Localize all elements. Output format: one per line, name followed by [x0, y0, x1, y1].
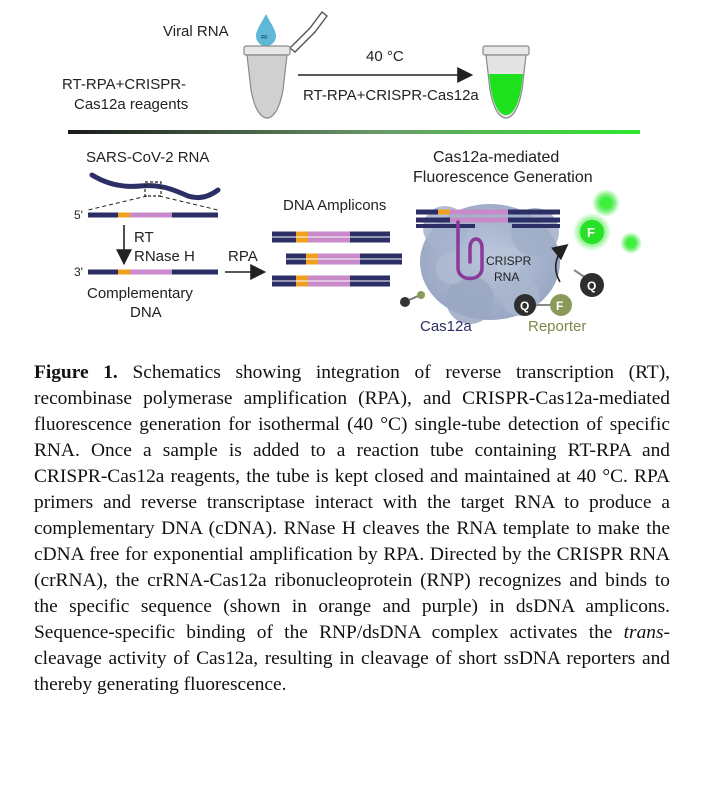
svg-text:F: F	[556, 299, 563, 313]
dna-amplicons	[272, 231, 402, 287]
reagents-label-line2: Cas12a reagents	[74, 96, 188, 113]
svg-text:≈: ≈	[260, 32, 268, 43]
five-prime-label: 5'	[74, 208, 83, 222]
cas12a-label: Cas12a	[420, 318, 472, 335]
caption-label: Figure 1.	[34, 362, 118, 383]
complementary-label-line1: Complementary	[87, 285, 193, 302]
rpa-label: RPA	[228, 248, 258, 265]
reporter-fragment	[400, 291, 425, 307]
pipette-icon	[288, 11, 328, 53]
zoom-box	[144, 181, 162, 197]
complementary-label-line2: DNA	[130, 304, 162, 321]
crispr-label-line2: RNA	[494, 270, 519, 284]
caption-text-1: Schematics showing integration of revers…	[34, 362, 671, 643]
intact-reporter: Q F	[514, 294, 572, 316]
svg-text:Q: Q	[520, 299, 529, 313]
sars-rna-label: SARS-CoV-2 RNA	[86, 149, 209, 166]
droplet-icon: ≈	[256, 14, 276, 46]
fluorescence-title-line2: Fluorescence Generation	[413, 169, 593, 186]
reporter-label: Reporter	[528, 318, 586, 335]
viral-rna-strand	[89, 172, 221, 201]
rnase-h-label: RNase H	[134, 248, 195, 265]
dna-amplicons-label: DNA Amplicons	[283, 197, 386, 214]
section-divider	[68, 130, 640, 134]
reagents-label-line1: RT-RPA+CRISPR-	[62, 76, 186, 93]
crispr-label-line1: CRISPR	[486, 254, 532, 268]
temperature-label: 40 °C	[366, 48, 404, 65]
bound-dsdna	[416, 209, 560, 228]
fluorescence-title-line1: Cas12a-mediated	[433, 149, 559, 166]
caption-italic-trans: trans	[623, 622, 664, 643]
figure-caption: Figure 1. Schematics showing integration…	[34, 360, 670, 698]
arrow-reagent-label: RT-RPA+CRISPR-Cas12a	[303, 87, 479, 104]
svg-text:F: F	[587, 225, 595, 240]
free-fluorophore: F	[573, 213, 611, 251]
cleavage-arrow	[551, 243, 569, 283]
viral-rna-label: Viral RNA	[163, 23, 229, 40]
figure-schematic: Viral RNA ≈ RT-RPA+CRISPR- Cas12a reagen…	[0, 0, 704, 350]
free-quencher: Q	[573, 269, 604, 297]
svg-text:Q: Q	[587, 279, 596, 293]
caption-text-2: -cleavage activity of Cas12a, resulting …	[34, 622, 670, 695]
three-prime-label: 3'	[74, 265, 83, 279]
reaction-tube-empty	[243, 45, 291, 119]
crispr-rna-hairpin	[456, 220, 484, 281]
rt-label: RT	[134, 229, 154, 246]
reaction-tube-fluorescent	[482, 45, 530, 119]
